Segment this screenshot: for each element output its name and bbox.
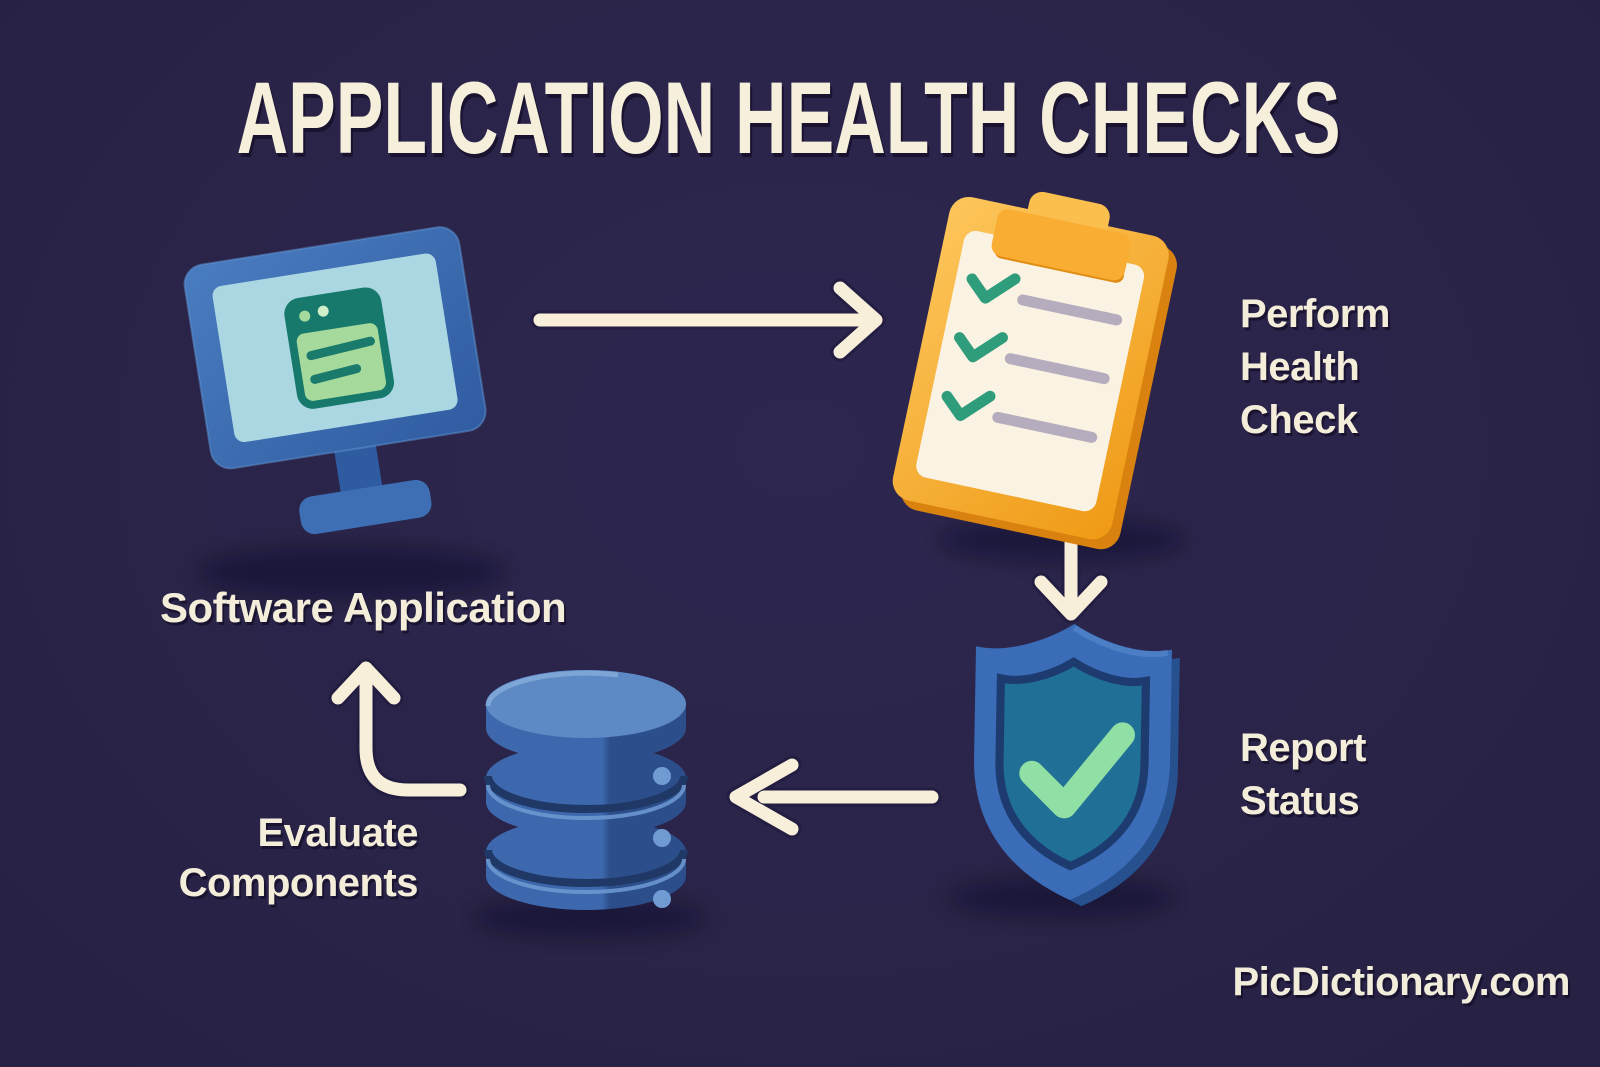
clipboard-checklist-icon bbox=[892, 191, 1177, 550]
shield-check-icon bbox=[974, 624, 1180, 907]
database-icon bbox=[484, 670, 688, 910]
label-evaluate-components: Evaluate Components bbox=[178, 811, 419, 905]
database-leds bbox=[653, 767, 671, 908]
browser-window-glyph bbox=[284, 287, 395, 409]
label-perform-health-check: Perform Health Check bbox=[1240, 292, 1390, 442]
clipboard-clip bbox=[991, 191, 1131, 283]
arrow-curve-up bbox=[331, 661, 467, 797]
shield-body bbox=[974, 624, 1180, 907]
shield-check-mark bbox=[1019, 722, 1135, 819]
page-title: APPLICATION HEALTH CHECKS bbox=[236, 61, 1341, 175]
database-tiers bbox=[484, 670, 688, 910]
label-software-application: Software Application bbox=[160, 584, 567, 631]
arrow-left bbox=[729, 758, 939, 836]
check-marks bbox=[941, 273, 1021, 422]
arrow-right bbox=[533, 281, 883, 359]
monitor-icon bbox=[183, 226, 487, 535]
checklist-lines bbox=[992, 294, 1123, 443]
watermark: PicDictionary.com bbox=[1232, 960, 1570, 1004]
label-report-status: Report Status bbox=[1240, 726, 1366, 823]
